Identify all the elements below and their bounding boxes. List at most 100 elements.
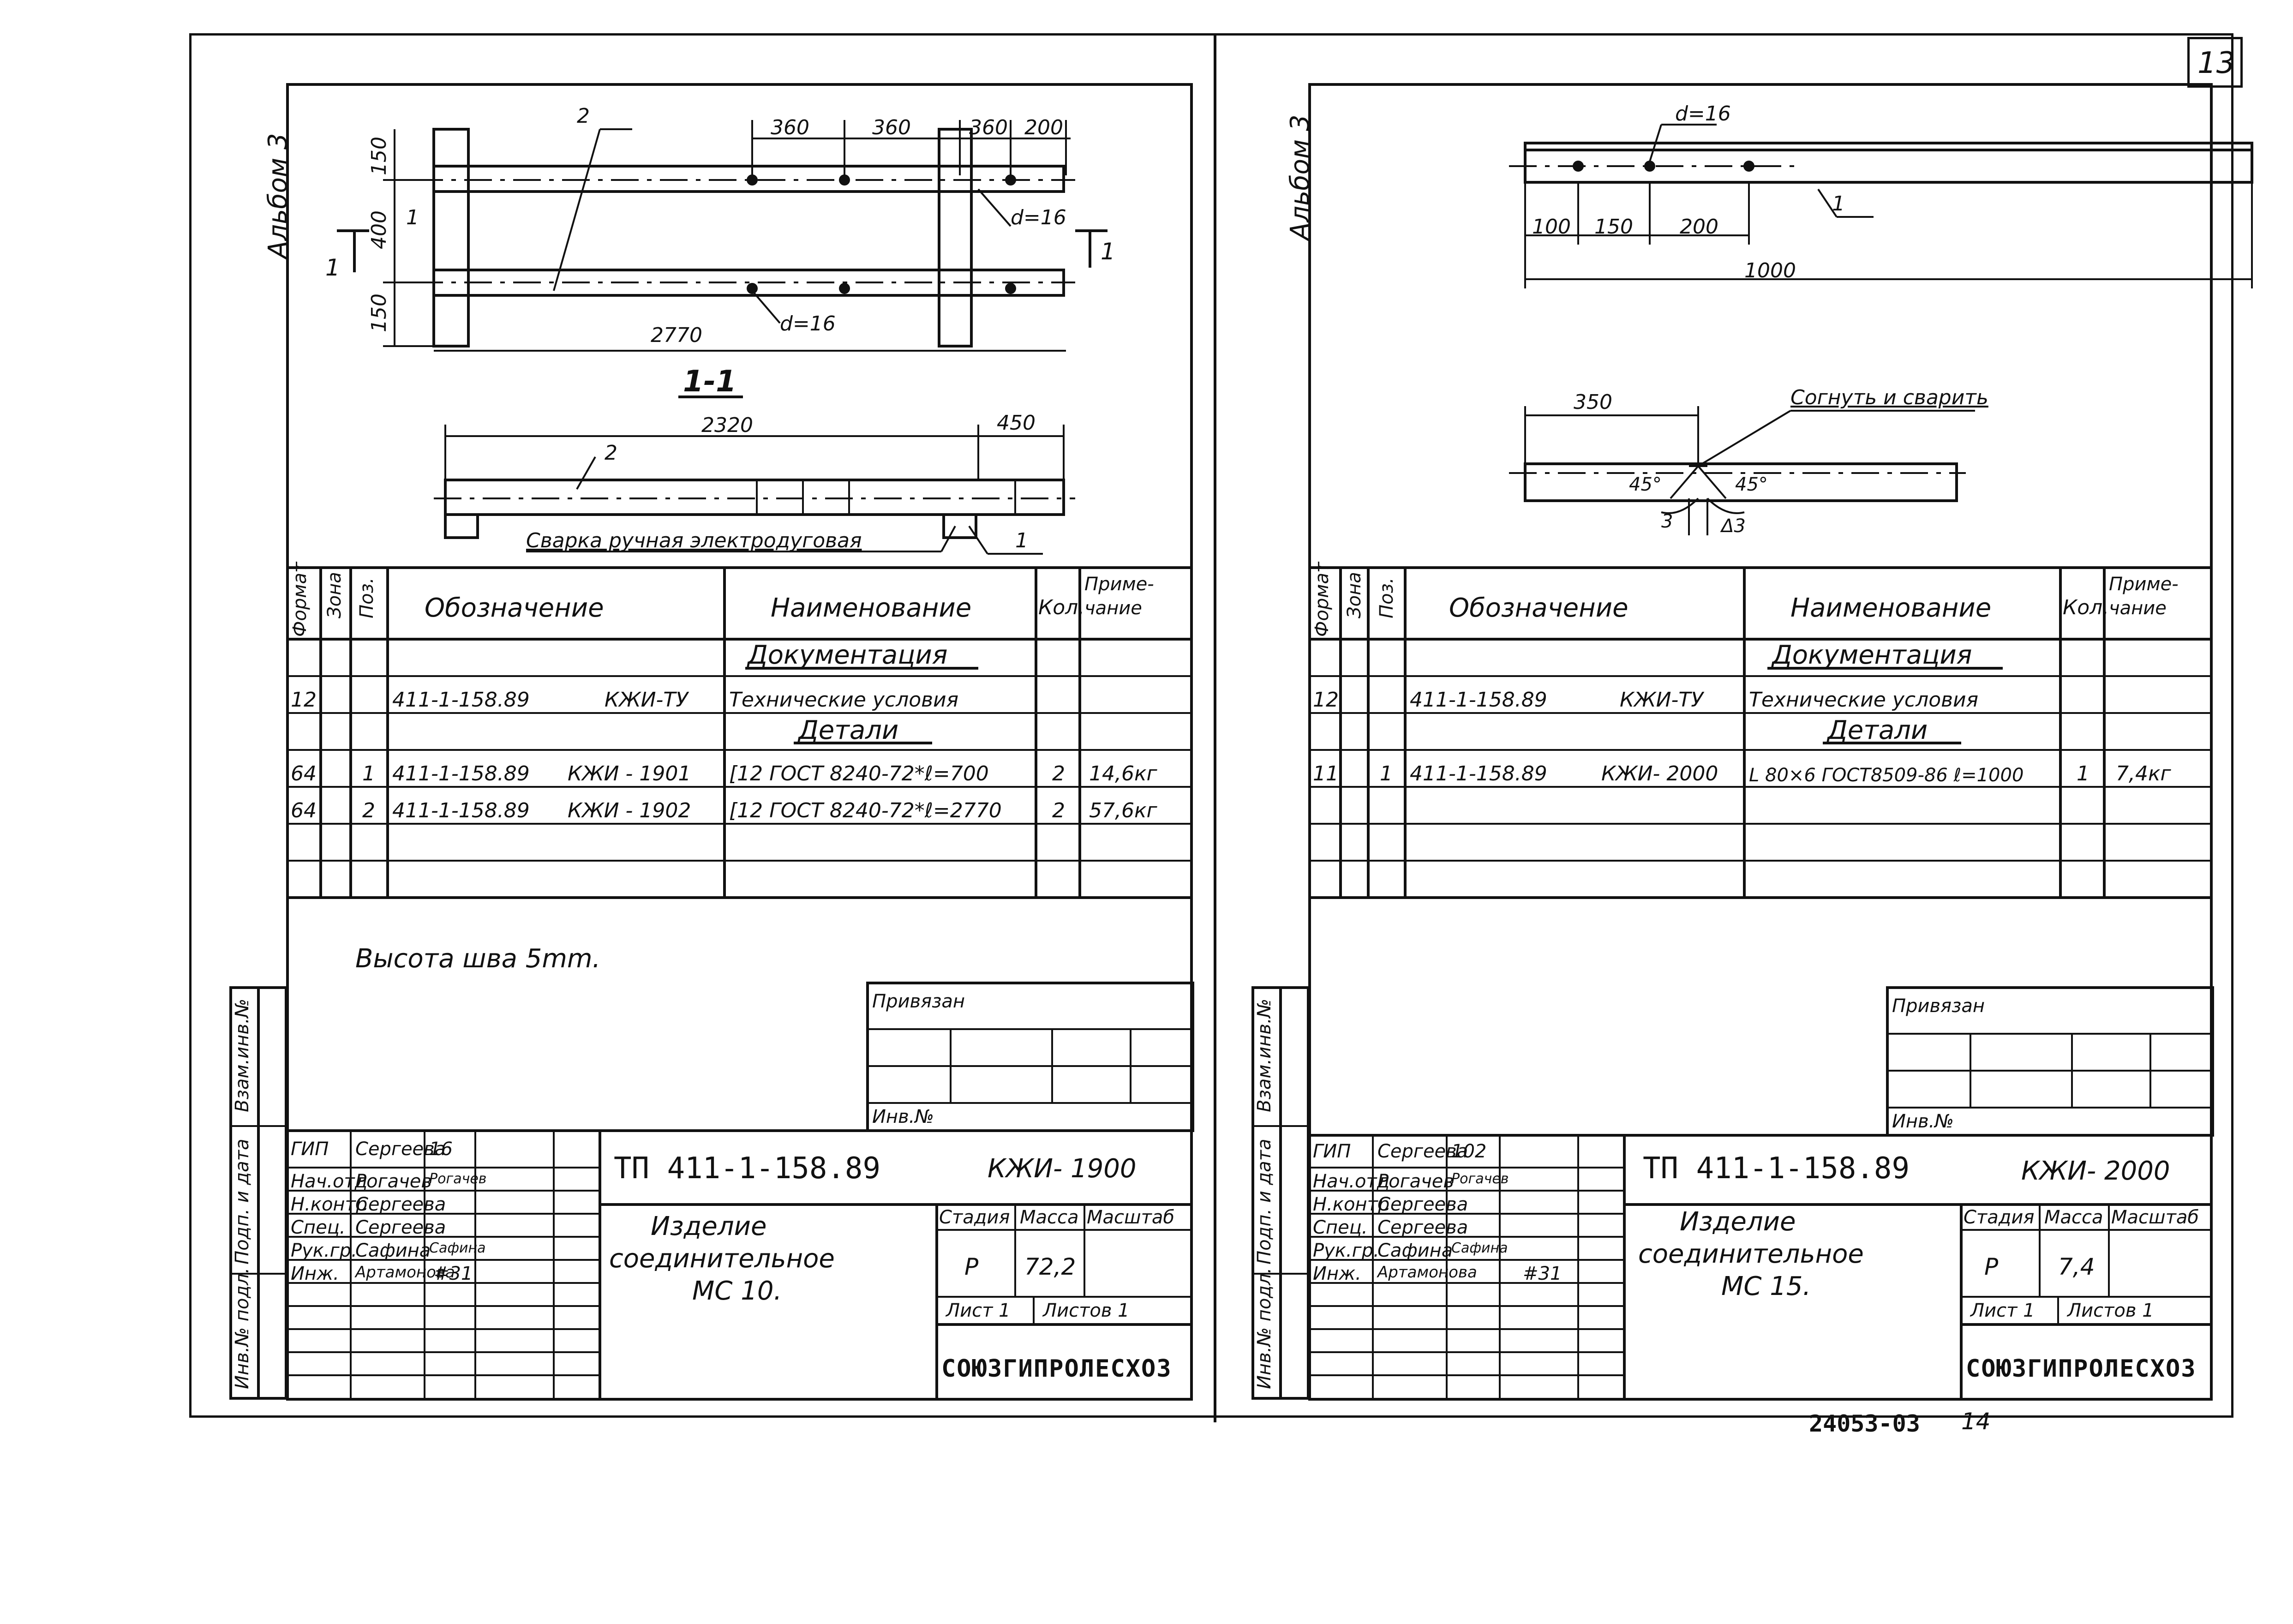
sig-name: Рогачев: [355, 1171, 432, 1192]
left-inv-no-label: Инв.№: [872, 1106, 934, 1127]
sig-name: Артамонова: [355, 1263, 455, 1282]
left-hole: [1005, 283, 1016, 294]
sig-name: Сергеева: [355, 1139, 446, 1160]
left-product-line-3: МС 10.: [692, 1276, 782, 1306]
right-org-name: СОЮЗГИПРОЛЕСХОЗ: [1966, 1355, 2197, 1383]
right-side-label-1: Взам.инв.№: [1254, 998, 1275, 1112]
left-tied-label: Привязан: [872, 991, 965, 1012]
sig-name: Сафина: [355, 1240, 431, 1261]
row-qty: 1: [2077, 762, 2089, 785]
right-product-line-2: соединительное: [1638, 1239, 1864, 1269]
row-designation: 411-1-158.89: [392, 799, 530, 822]
sig-role: Н.контр: [1313, 1194, 1390, 1215]
sig-role: Рук.гр.: [291, 1240, 357, 1261]
row-name: Технические условия: [729, 688, 959, 712]
left-hole: [747, 174, 758, 186]
row-pos: 2: [362, 799, 375, 822]
left-scale-label: Масштаб: [1087, 1207, 1175, 1228]
sig-name: Сергеева: [355, 1194, 446, 1215]
sig-role: ГИП: [1313, 1141, 1351, 1162]
row-code: КЖИ- 2000: [1601, 762, 1718, 785]
left-header-note: Приме-чание: [1084, 574, 1154, 619]
left-vertical-channel-2: [938, 128, 973, 348]
row-format: 64: [291, 762, 317, 785]
left-header-qty: Кол.: [1038, 596, 1085, 619]
sig-role: ГИП: [291, 1139, 329, 1160]
left-org-name: СОЮЗГИПРОЛЕСХОЗ: [941, 1355, 1172, 1383]
right-hole-label: d=16: [1675, 102, 1731, 126]
left-dim-top-2: 360: [872, 116, 911, 139]
sig-sign: Сафина: [1451, 1240, 1508, 1256]
right-section-parts: Детали: [1827, 715, 1928, 745]
left-dim-top-3: 360: [969, 116, 1008, 139]
right-doc-number: ТП 411-1-158.89: [1643, 1151, 1910, 1186]
right-mark: КЖИ- 2000: [2021, 1156, 2170, 1186]
row-designation: 411-1-158.89: [1410, 762, 1547, 785]
row-format: 12: [1313, 688, 1339, 712]
left-hole: [839, 283, 850, 294]
row-qty: 2: [1052, 799, 1065, 822]
row-note: 14,6кг: [1089, 762, 1157, 785]
sig-name: Сергеева: [1377, 1194, 1468, 1215]
sig-sign: Рогачев: [1451, 1171, 1509, 1187]
right-header-note: Приме-чание: [2109, 574, 2179, 619]
right-header-name: Наименование: [1790, 593, 1992, 623]
sig-role: Рук.гр.: [1313, 1240, 1379, 1261]
right-sheet-frame: [1308, 83, 2213, 1401]
sig-name: Сергеева: [355, 1217, 446, 1238]
sig-name: Сафина: [1377, 1240, 1453, 1261]
left-product-line-1: Изделие: [651, 1211, 767, 1241]
row-designation: 411-1-158.89: [1410, 688, 1547, 712]
left-dim-top-4: 200: [1024, 116, 1063, 139]
row-format: 64: [291, 799, 317, 822]
row-designation: 411-1-158.89: [392, 762, 530, 785]
sig-role: Нач.отд: [291, 1171, 368, 1192]
sig-sign: #31: [434, 1263, 473, 1284]
row-code: КЖИ - 1901: [568, 762, 691, 785]
sig-role: Инж.: [291, 1263, 339, 1284]
row-qty: 2: [1052, 762, 1065, 785]
left-section-channel: [444, 479, 1065, 516]
left-hole: [1005, 174, 1016, 186]
sig-sign: 102: [1451, 1141, 1487, 1162]
sig-role: Инж.: [1313, 1263, 1361, 1284]
row-pos: 1: [1380, 762, 1393, 785]
left-product-line-2: соединительное: [609, 1244, 835, 1274]
row-format: 12: [291, 688, 317, 712]
sig-role: Спец.: [291, 1217, 346, 1238]
left-weld-note: Сварка ручная электродуговая: [526, 529, 862, 552]
right-header-designation: Обозначение: [1449, 593, 1628, 623]
sig-role: Нач.отд: [1313, 1171, 1390, 1192]
row-pos: 1: [362, 762, 375, 785]
left-mark: КЖИ- 1900: [988, 1154, 1137, 1184]
left-section-docs: Документация: [748, 640, 948, 670]
page-number-box: [2187, 37, 2243, 88]
right-dim-2: 150: [1594, 215, 1633, 239]
left-section-title: 1-1: [683, 365, 736, 399]
right-inv-no-label: Инв.№: [1892, 1111, 1954, 1132]
right-header-qty: Кол.: [2063, 596, 2109, 619]
right-bend-note: Согнуть и сварить: [1790, 386, 1988, 409]
left-header-designation: Обозначение: [425, 593, 604, 623]
right-mass-label: Масса: [2044, 1207, 2103, 1228]
right-dim-1: 100: [1532, 215, 1571, 239]
left-stage: Р: [964, 1253, 979, 1280]
left-overall-length: 2770: [651, 324, 702, 347]
sig-name: Артамонова: [1377, 1263, 1477, 1282]
left-sheet-frame: [286, 83, 1193, 1401]
right-overall-length: 1000: [1744, 259, 1796, 282]
left-hole-label-bottom: d=16: [780, 312, 836, 336]
right-angle-right: 45°: [1735, 474, 1768, 495]
left-pos-label-3: 2: [605, 441, 617, 465]
left-hole: [839, 174, 850, 186]
left-stage-label: Стадия: [939, 1207, 1010, 1228]
right-angle-left: 45°: [1629, 474, 1662, 495]
left-section-parts: Детали: [798, 715, 899, 745]
right-angle-bar: [1524, 142, 2253, 184]
row-code: КЖИ-ТУ: [605, 688, 688, 712]
